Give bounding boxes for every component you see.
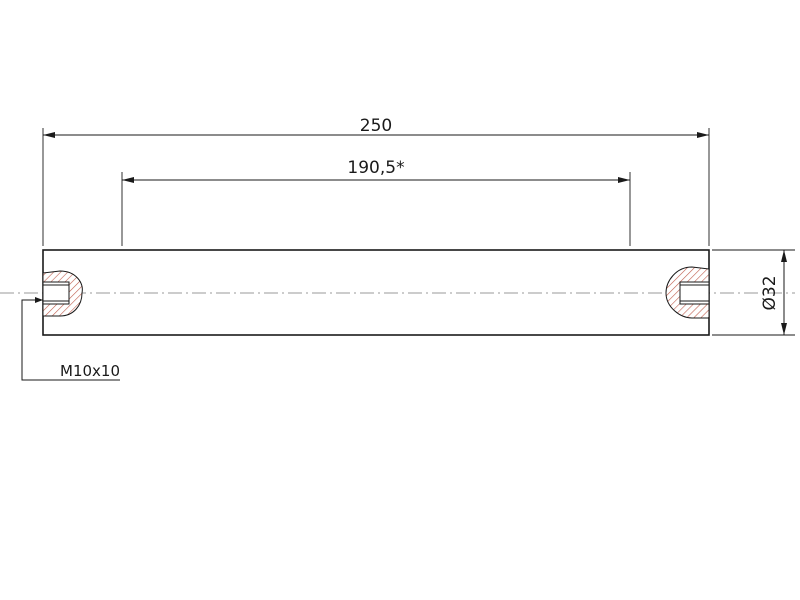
right-threaded-hole — [679, 281, 710, 305]
dimension-overall-length: 250 — [360, 116, 392, 136]
thread-note: M10x10 — [60, 362, 120, 380]
thread-leader-arrow — [35, 297, 43, 303]
left-threaded-hole — [42, 281, 70, 305]
thread-leader — [21, 299, 120, 381]
dimension-diameter: Ø32 — [760, 275, 780, 310]
dimension-inner-length: 190,5* — [347, 158, 404, 178]
